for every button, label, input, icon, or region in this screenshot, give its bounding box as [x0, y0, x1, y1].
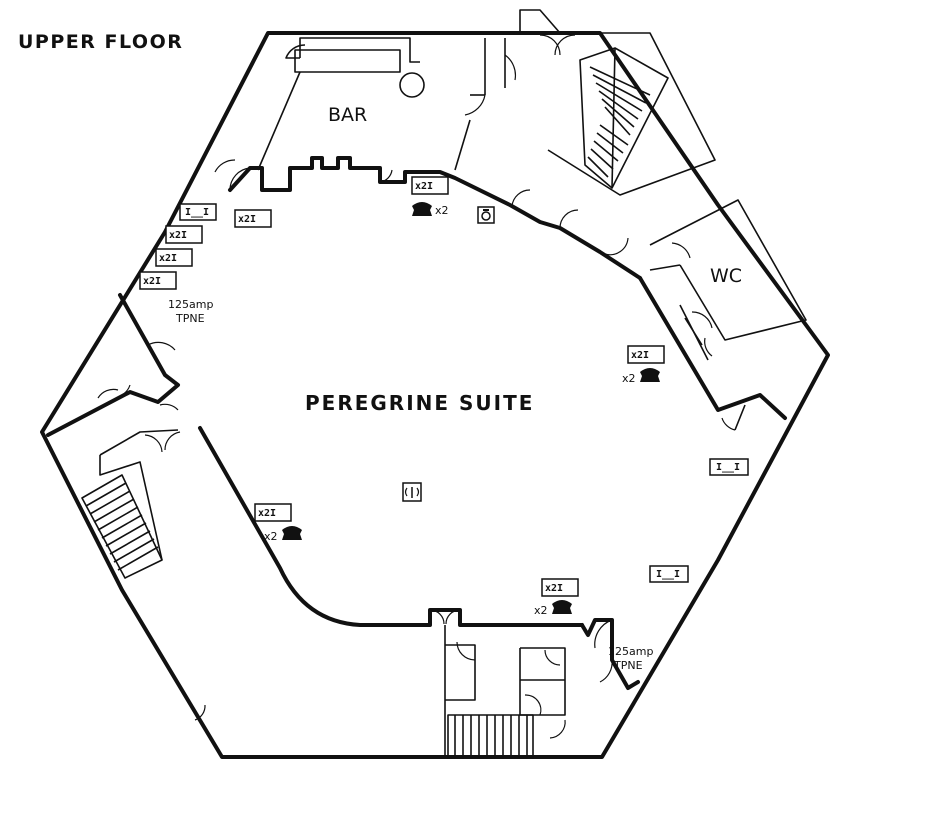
tpne-right-line2: TPNE	[613, 659, 643, 672]
svg-text:x2I: x2I	[258, 508, 276, 519]
telephone-icon	[412, 202, 432, 216]
socket-icon: I__I	[709, 458, 749, 476]
phone-qty: x2	[534, 604, 548, 617]
tpne-right-line1: 125amp	[608, 645, 653, 658]
bar-area: BAR	[257, 37, 517, 171]
double-socket-icon: x2I	[139, 271, 177, 290]
stairs-top	[519, 9, 716, 196]
telephone-icon	[640, 368, 660, 382]
wc-label: WC	[710, 265, 742, 287]
double-socket-icon: x2I	[541, 578, 579, 597]
svg-text:x2I: x2I	[415, 181, 433, 192]
wireless-icon	[402, 482, 422, 502]
suite-north-wall	[228, 156, 642, 280]
svg-text:x2I: x2I	[631, 350, 649, 361]
double-socket-icon: x2I	[411, 176, 449, 195]
south-service	[444, 618, 640, 758]
floor-title: UPPER FLOOR	[18, 31, 183, 53]
peregrine-suite-label: PEREGRINE SUITE	[305, 391, 534, 415]
svg-text:x2I: x2I	[545, 583, 563, 594]
tpne-left-line2: TPNE	[175, 312, 205, 325]
suite-south-wall	[198, 426, 584, 627]
svg-text:I__I: I__I	[185, 207, 209, 218]
double-socket-icon: x2I	[254, 503, 292, 522]
double-socket-icon: x2I	[234, 209, 272, 228]
phone-qty: x2	[264, 530, 278, 543]
bar-label: BAR	[328, 104, 367, 126]
camera-icon	[477, 206, 495, 224]
socket-icon: I__I	[179, 203, 217, 221]
svg-text:x2I: x2I	[169, 230, 187, 241]
svg-text:x2I: x2I	[143, 276, 161, 287]
svg-text:x2I: x2I	[159, 253, 177, 264]
outer-wall	[40, 31, 830, 759]
socket-icon: I__I	[649, 565, 689, 583]
double-socket-icon: x2I	[627, 345, 665, 364]
phone-qty: x2	[622, 372, 636, 385]
svg-text:I__I: I__I	[656, 569, 680, 580]
wc-block: WC	[638, 199, 807, 431]
tpne-left-line1: 125amp	[168, 298, 213, 311]
svg-text:x2I: x2I	[238, 214, 256, 225]
telephone-icon	[282, 526, 302, 540]
double-socket-icon: x2I	[155, 248, 193, 267]
west-lobby	[46, 293, 206, 721]
svg-text:I__I: I__I	[716, 462, 740, 473]
telephone-icon	[552, 600, 572, 614]
double-socket-icon: x2I	[165, 225, 203, 244]
phone-qty: x2	[435, 204, 449, 217]
